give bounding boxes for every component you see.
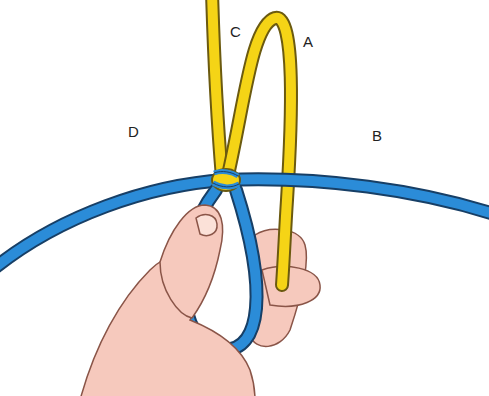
blue-rope: [0, 179, 489, 350]
hand-palm: [80, 205, 255, 396]
part-letter: A: [303, 34, 313, 49]
knot: [212, 169, 240, 191]
part-letter: C: [230, 24, 241, 39]
part-letter: D: [128, 124, 139, 139]
part-letter: B: [372, 128, 382, 143]
